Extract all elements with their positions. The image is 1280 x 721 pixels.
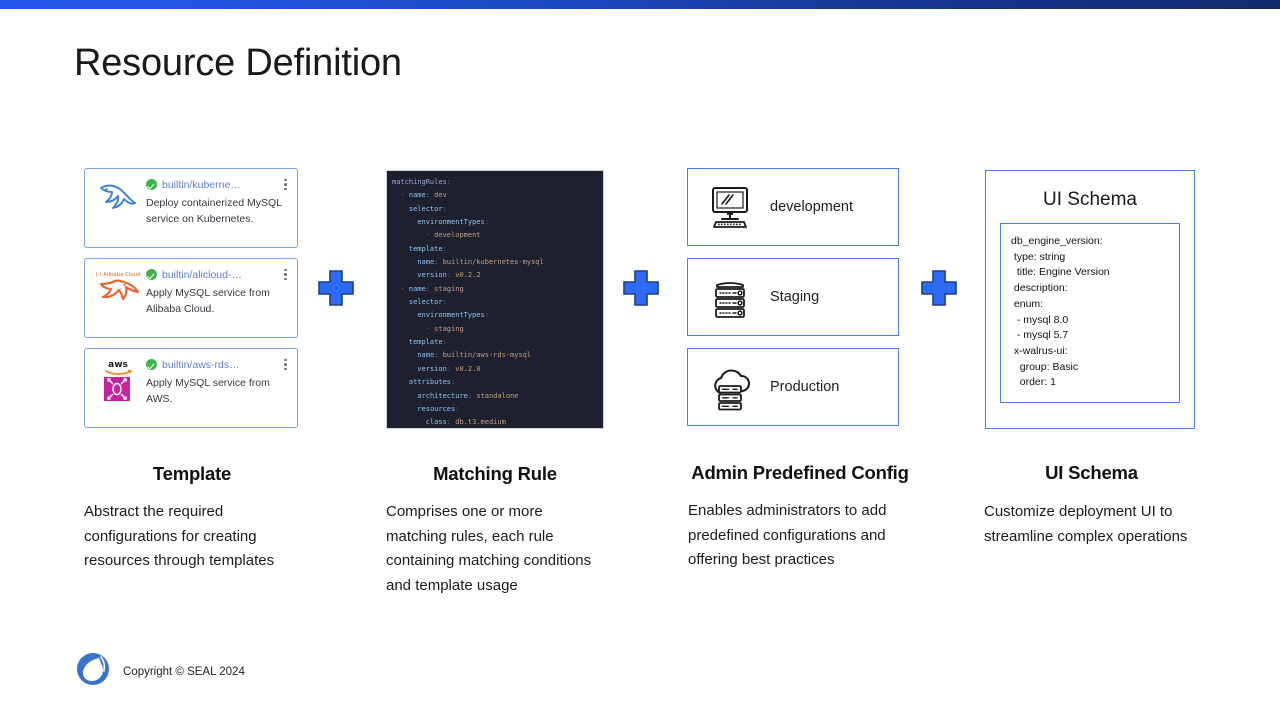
mysql-dolphin-icon xyxy=(92,176,144,218)
plus-icon xyxy=(621,268,661,308)
ui-schema-inner-box[interactable]: db_engine_version: type: string title: E… xyxy=(1000,223,1180,403)
env-box-development[interactable]: development xyxy=(687,168,899,246)
caption-text: Abstract the required configurations for… xyxy=(84,503,275,569)
top-accent-bar xyxy=(0,0,1280,9)
footer: Copyright © SEAL 2024 xyxy=(76,652,245,691)
caption-text: Customize deployment UI to streamline co… xyxy=(984,503,1188,545)
ui-schema-title: UI Schema xyxy=(1043,189,1137,210)
caption-title: Template xyxy=(152,463,232,484)
env-box-staging[interactable]: Staging xyxy=(687,258,899,336)
svg-text:aws: aws xyxy=(108,360,128,370)
caption-template: Template Abstract the required configura… xyxy=(84,463,300,574)
check-circle-icon xyxy=(146,269,157,280)
kebab-menu-icon[interactable] xyxy=(284,178,287,191)
plus-icon xyxy=(316,268,356,308)
template-card-header: builtin/kuberne… xyxy=(146,176,291,193)
template-name[interactable]: builtin/aws-rds… xyxy=(162,358,240,371)
plus-icon xyxy=(919,268,959,308)
env-label: development xyxy=(770,199,854,215)
ui-schema-panel: UI Schema db_engine_version: type: strin… xyxy=(985,170,1195,429)
caption-matching-rule: Matching Rule Comprises one or more matc… xyxy=(386,463,604,598)
svg-text:(-) Alibaba Cloud: (-) Alibaba Cloud xyxy=(95,272,140,278)
template-card-body: builtin/kuberne… Deploy containerized My… xyxy=(144,176,291,227)
caption-title: Matching Rule xyxy=(433,463,557,484)
caption-text: Comprises one or more matching rules, ea… xyxy=(386,503,592,594)
copyright-text: Copyright © SEAL 2024 xyxy=(123,665,245,678)
template-card[interactable]: builtin/kuberne… Deploy containerized My… xyxy=(84,168,298,248)
alibaba-cloud-icon: (-) Alibaba Cloud xyxy=(92,266,144,310)
kebab-menu-icon[interactable] xyxy=(284,268,287,281)
caption-ui-schema: UI Schema Customize deployment UI to str… xyxy=(984,462,1199,549)
env-label: Production xyxy=(770,379,840,395)
ui-schema-outer-box: UI Schema db_engine_version: type: strin… xyxy=(985,170,1195,429)
seal-logo-icon xyxy=(76,652,110,691)
template-description: Apply MySQL service from AWS. xyxy=(146,377,270,405)
matching-rule-code-panel: matchingRules: - name: dev selector: env… xyxy=(386,170,604,429)
yaml-code-text: matchingRules: - name: dev selector: env… xyxy=(392,178,544,427)
template-name[interactable]: builtin/alicloud-… xyxy=(162,268,242,281)
caption-text: Enables administrators to add predefined… xyxy=(688,502,887,568)
server-rack-icon xyxy=(700,272,760,322)
template-card[interactable]: aws builtin/aws-rds… Apply MySQL service… xyxy=(84,348,298,428)
template-name[interactable]: builtin/kuberne… xyxy=(162,178,241,191)
template-card-body: builtin/alicloud-… Apply MySQL service f… xyxy=(144,266,291,317)
template-card-list: builtin/kuberne… Deploy containerized My… xyxy=(84,168,298,438)
template-description: Apply MySQL service from Alibaba Cloud. xyxy=(146,287,270,315)
caption-title: UI Schema xyxy=(1045,462,1138,483)
desktop-monitor-icon xyxy=(700,182,760,232)
template-description: Deploy containerized MySQL service on Ku… xyxy=(146,197,282,225)
page-title: Resource Definition xyxy=(74,42,402,84)
check-circle-icon xyxy=(146,179,157,190)
cloud-server-icon xyxy=(700,362,760,412)
ui-schema-code-text: db_engine_version: type: string title: E… xyxy=(1011,235,1110,389)
yaml-code-block[interactable]: matchingRules: - name: dev selector: env… xyxy=(386,170,604,429)
caption-admin-config: Admin Predefined Config Enables administ… xyxy=(660,462,940,573)
env-label: Staging xyxy=(770,289,820,305)
kebab-menu-icon[interactable] xyxy=(284,358,287,371)
env-box-production[interactable]: Production xyxy=(687,348,899,426)
template-card-header: builtin/aws-rds… xyxy=(146,356,291,373)
template-card-body: builtin/aws-rds… Apply MySQL service fro… xyxy=(144,356,291,407)
admin-config-env-list: development Staging xyxy=(687,168,899,438)
template-card[interactable]: (-) Alibaba Cloud builtin/alicloud-… App… xyxy=(84,258,298,338)
template-card-header: builtin/alicloud-… xyxy=(146,266,291,283)
check-circle-icon xyxy=(146,359,157,370)
caption-title: Admin Predefined Config xyxy=(691,462,909,483)
aws-rds-icon: aws xyxy=(92,356,144,404)
